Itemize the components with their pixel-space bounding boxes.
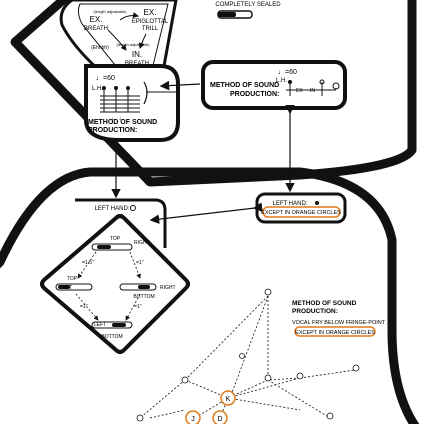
right-method-label-1: METHOD OF SOUND — [210, 82, 279, 89]
pos-bottom-1: BOTTOM — [133, 294, 154, 300]
pos-top-2: TOP — [67, 276, 78, 282]
diamond-left-hand-label: LEFT HAND: — [95, 206, 130, 212]
left-hand-box-orange-outline — [262, 206, 341, 218]
vocal-orange-outline — [294, 326, 376, 337]
small-label-bottom: (length adjustable) — [117, 42, 151, 47]
diamond-connections — [75, 251, 141, 321]
vocal-method-label-1: METHOD OF SOUND — [292, 300, 357, 307]
vocal-node-j — [185, 410, 201, 424]
ex-trill-label: EX. — [144, 8, 157, 17]
right-in: IN — [310, 88, 315, 94]
arrow-lefthand-to-diamond — [149, 202, 263, 224]
ex-trill-sub2: TRILL — [142, 26, 159, 32]
left-score-panel — [84, 64, 180, 142]
vocal-node-k — [220, 390, 236, 406]
diamond-frame — [75, 198, 167, 248]
right-score-panel — [201, 60, 347, 110]
vocal-node-d-label: D — [217, 416, 222, 423]
left-beat: ♩ ♩ — [111, 116, 125, 122]
ex-breath-sub: BREATH — [84, 26, 108, 32]
pos-right-1: RIGHT — [134, 240, 150, 246]
pos-left-2: LEFT — [94, 322, 106, 328]
left-hand-box-note: EXCEPT IN ORANGE CIRCLES — [261, 210, 341, 216]
left-hand-box — [255, 192, 347, 224]
pos-right-2: RIGHT — [160, 285, 176, 291]
sealed-fill — [218, 12, 236, 17]
right-tempo: ♩=60 — [278, 69, 297, 76]
left-hand-box-label: LEFT HAND: — [273, 201, 308, 207]
position-bottom-icon — [91, 321, 133, 329]
left-hand-box-dot — [315, 201, 319, 205]
pos-top-1: TOP — [110, 236, 121, 242]
breath-arrow-3 — [119, 12, 139, 21]
ratio-b: =1" — [136, 260, 144, 266]
small-label-left: (Ehhbh) — [91, 45, 109, 51]
left-method-label-2: PRODUCTION: — [88, 127, 137, 134]
ratio-d: =1" — [134, 304, 142, 310]
left-method-label-1: METHOD OF SOUND — [88, 119, 157, 126]
in-breath-label: IN. — [132, 50, 142, 59]
vocal-node-j-label: J — [191, 416, 195, 423]
vocal-mouth-nodes — [136, 288, 360, 422]
left-tempo: ♩=60 — [96, 75, 115, 82]
completely-sealed-label: COMPLETELY SEALED — [215, 2, 281, 8]
diamond-label-dot — [130, 205, 136, 211]
outer-region-bottom — [0, 167, 420, 424]
vocal-method-label-2: PRODUCTION: — [292, 308, 338, 315]
ex-trill-sub1: EPIGLOTTAL — [132, 19, 169, 25]
right-score-staff — [286, 79, 340, 96]
right-ex: EX — [296, 88, 303, 94]
pos-left: LEFT — [60, 285, 72, 291]
right-method-label-2: PRODUCTION: — [230, 91, 279, 98]
vocal-method-sub: VOCAL FRY BELOW FRINGE-POINT — [292, 320, 386, 326]
pos-bottom-2: BOTTOM — [101, 334, 122, 340]
ex-breath-label: EX. — [90, 15, 103, 24]
vocal-note: EXCEPT IN ORANGE CIRCLES — [295, 330, 375, 336]
right-lh: L.H. — [276, 78, 287, 84]
position-left-icon — [55, 283, 93, 291]
left-lh: L.H. — [92, 86, 103, 92]
hand-position-diamond — [40, 214, 190, 354]
position-top-icon — [91, 243, 133, 251]
vocal-node-k-label: K — [226, 396, 231, 403]
breath-arrow-1 — [107, 29, 127, 51]
small-label-top: (length adjustable) — [94, 9, 128, 14]
ratio-a: =1.5" — [82, 260, 94, 266]
position-right-icon — [119, 283, 157, 291]
ratio-c: =1" — [80, 304, 88, 310]
panel-arrow-right-to-left — [159, 80, 201, 91]
left-score-staff — [100, 81, 148, 113]
breath-arrow-2 — [138, 33, 147, 49]
vocal-node-d — [212, 410, 228, 424]
